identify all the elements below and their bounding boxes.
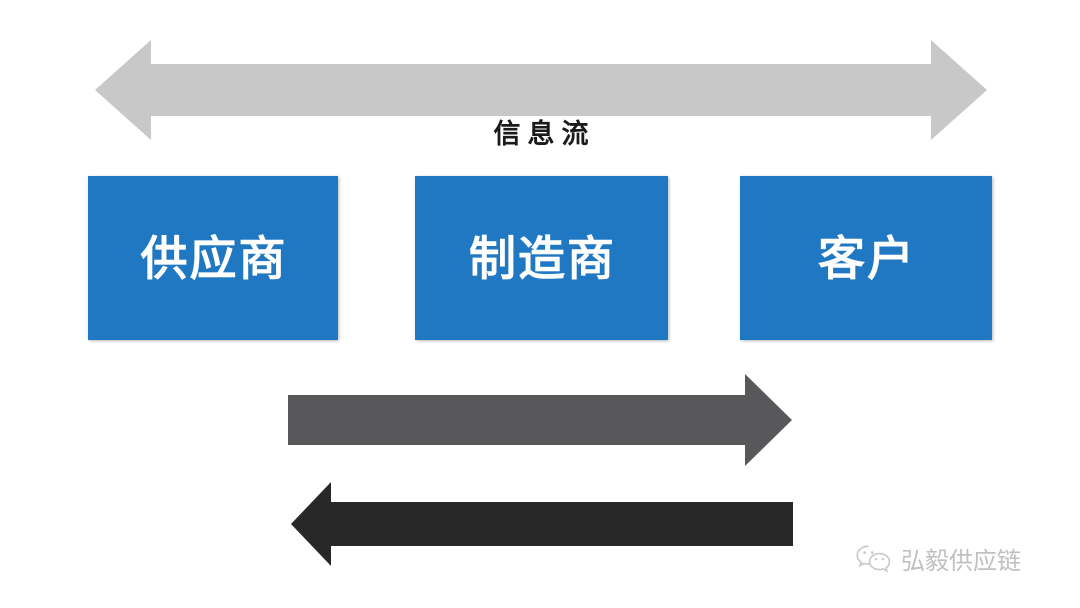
physical-flow-arrow: 实物流 [288,374,792,466]
wechat-icon [855,544,893,574]
physical-flow-arrow-shape [288,374,792,466]
information-flow-arrow: 信息流 [95,38,987,149]
node-supplier[interactable]: 供应商 [88,176,338,340]
node-manufacturer[interactable]: 制造商 [415,176,668,340]
cash-flow-arrow-shape [291,482,793,566]
watermark: 弘毅供应链 [855,541,1021,576]
node-supplier-label: 供应商 [140,231,288,285]
watermark-text: 弘毅供应链 [901,549,1021,575]
node-customer-label: 客户 [818,231,916,285]
node-customer[interactable]: 客户 [740,176,992,340]
node-manufacturer-label: 制造商 [469,231,616,285]
information-flow-arrow-shape [95,40,987,140]
cash-flow-arrow: 现金流 + 逆向物流 [291,482,793,566]
